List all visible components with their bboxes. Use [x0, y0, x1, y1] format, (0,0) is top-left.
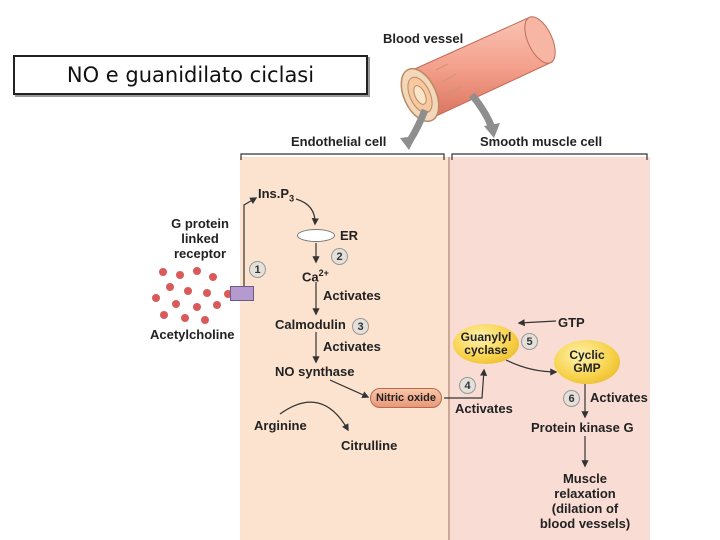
guanylyl-cyclase-blob: Guanylyl cyclase [453, 324, 519, 364]
er-label: ER [340, 228, 359, 243]
muscle-relaxation-label: Muscle relaxation (dilation of blood ves… [539, 471, 631, 531]
acetylcholine-dot [176, 271, 184, 279]
acetylcholine-dot [152, 294, 160, 302]
acetylcholine-dot [184, 287, 192, 295]
step-badge: 1 [249, 261, 266, 278]
er-organelle [297, 229, 335, 242]
protein-kinase-g-label: Protein kinase G [531, 420, 634, 435]
activates-label-2: Activates [323, 339, 381, 354]
acetylcholine-dot [166, 283, 174, 291]
calmodulin-label: Calmodulin [275, 317, 346, 332]
acetylcholine-dot [224, 290, 232, 298]
step-badge: 3 [352, 318, 369, 335]
smooth-muscle-cell-label: Smooth muscle cell [480, 134, 603, 149]
activates-label-1: Activates [323, 288, 381, 303]
activates-label-3: Activates [455, 401, 513, 416]
endothelial-cell-label: Endothelial cell [291, 134, 387, 149]
step-badge: 2 [331, 248, 348, 265]
insp3-label: Ins.P3 [258, 186, 295, 204]
gtp-label: GTP [558, 315, 585, 330]
g-protein-receptor-shape [230, 286, 254, 301]
blood-vessel-label: Blood vessel [383, 31, 464, 46]
blood-vessel-illustration [400, 16, 556, 123]
endothelial-cell-area [240, 157, 448, 540]
acetylcholine-dot [213, 301, 221, 309]
acetylcholine-dot [209, 273, 217, 281]
calcium-label: Ca2+ [302, 268, 329, 285]
activates-label-4: Activates [590, 390, 648, 405]
no-synthase-label: NO synthase [275, 364, 355, 379]
acetylcholine-dot [159, 268, 167, 276]
citrulline-label: Citrulline [341, 438, 398, 453]
step-badge: 4 [459, 377, 476, 394]
acetylcholine-dot [193, 303, 201, 311]
slide-title: NO e guanidilato ciclasi [13, 55, 368, 95]
arginine-label: Arginine [254, 418, 307, 433]
acetylcholine-dot [172, 300, 180, 308]
acetylcholine-dot [201, 316, 209, 324]
nitric-oxide-pill: Nitric oxide [370, 388, 442, 408]
acetylcholine-dot [160, 311, 168, 319]
acetylcholine-dot [203, 289, 211, 297]
g-protein-receptor-label: G protein linked receptor [171, 216, 229, 261]
acetylcholine-dot [193, 267, 201, 275]
step-badge: 5 [521, 333, 538, 350]
cyclic-gmp-blob: Cyclic GMP [554, 340, 620, 384]
step-badge: 6 [563, 390, 580, 407]
acetylcholine-dot [181, 314, 189, 322]
acetylcholine-label: Acetylcholine [150, 327, 235, 342]
